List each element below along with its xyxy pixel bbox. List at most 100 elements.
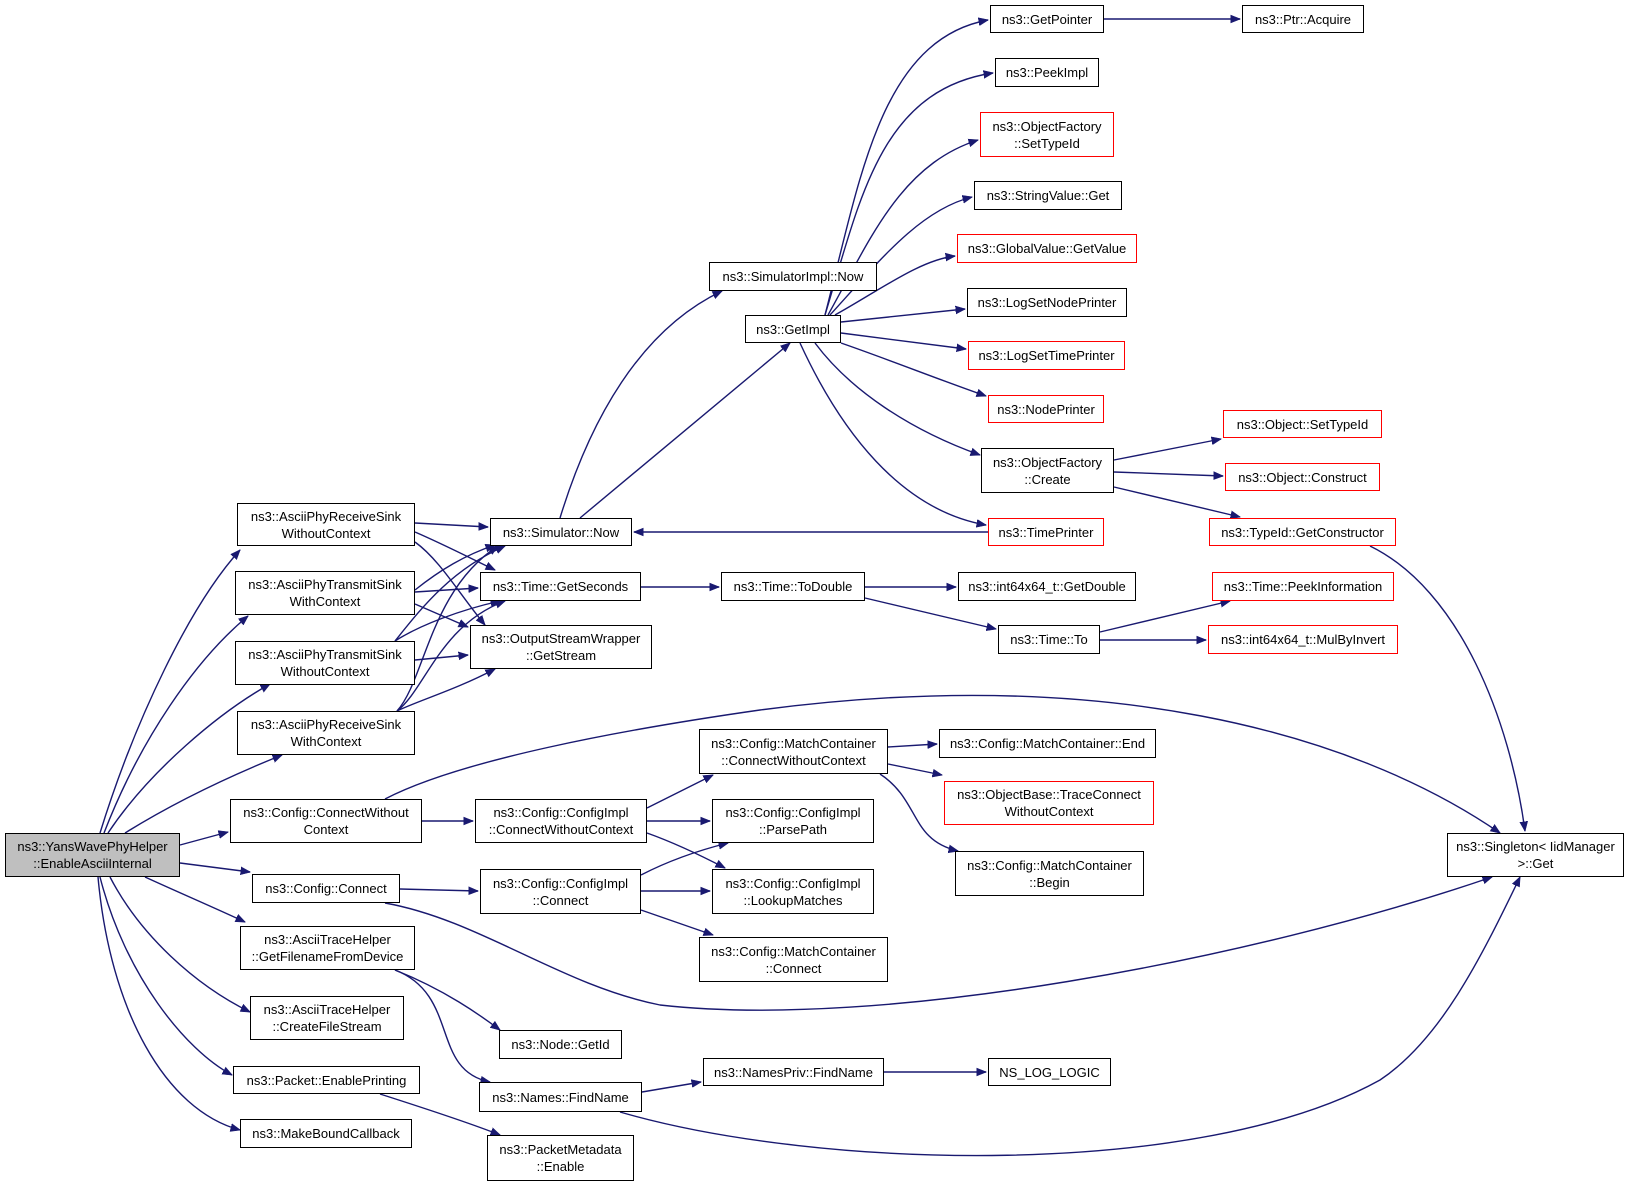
node-timeprinter[interactable]: ns3::TimePrinter [988, 518, 1104, 546]
node-objectfactory-settypeid[interactable]: ns3::ObjectFactory::SetTypeId [980, 112, 1114, 157]
edge-objfactory-create-object-settypeid [1113, 439, 1221, 461]
edge-time-to-time-peekinfo [1099, 601, 1230, 633]
edge-simulator-now-simulatorimpl-now [559, 290, 722, 519]
edge-getimpl-globalvalue-getvalue [834, 256, 955, 316]
edge-getimpl-log-set-node-printer [840, 309, 965, 323]
node-ns-log-logic[interactable]: NS_LOG_LOGIC [988, 1058, 1111, 1086]
edge-objfactory-create-object-construct [1113, 472, 1223, 476]
node-time-todouble[interactable]: ns3::Time::ToDouble [721, 572, 865, 601]
node-object-construct[interactable]: ns3::Object::Construct [1225, 463, 1380, 491]
edge-getimpl-stringvalue-get [829, 197, 972, 316]
node-objectfactory-create[interactable]: ns3::ObjectFactory::Create [981, 448, 1114, 493]
node-ptr-acquire[interactable]: ns3::Ptr::Acquire [1242, 5, 1364, 33]
edge-root-get-filename [144, 876, 245, 923]
edge-root-ascii-rx-wc [124, 754, 282, 834]
node-configimpl-connect[interactable]: ns3::Config::ConfigImpl::Connect [480, 869, 641, 914]
edge-names-findname-namespriv-findname [641, 1082, 701, 1093]
edge-ascii-tx-wo-output-stream [414, 655, 468, 661]
edge-output-stream-singleton [384, 694, 1500, 833]
edge-root-ascii-rx-wo [99, 550, 240, 834]
node-getimpl[interactable]: ns3::GetImpl [745, 315, 841, 343]
node-simulator-now[interactable]: ns3::Simulator::Now [490, 518, 632, 546]
edge-mc-connect-wo-objbase-traceconnect [887, 763, 942, 775]
node-typeid-getconstructor[interactable]: ns3::TypeId::GetConstructor [1209, 518, 1396, 546]
edge-config-connect-configimpl-connect [399, 889, 478, 891]
edge-getimpl-time-printer [799, 342, 986, 525]
node-outputstreamwrapper-getstream[interactable]: ns3::OutputStreamWrapper::GetStream [470, 625, 652, 669]
edge-objfactory-create-typeid-getconstructor [1113, 486, 1240, 517]
node-node-getid[interactable]: ns3::Node::GetId [499, 1030, 622, 1059]
edge-configimpl-connect-parsepath [640, 843, 728, 876]
edge-configimpl-connect-mc-connect [640, 909, 713, 935]
node-packet-enableprinting[interactable]: ns3::Packet::EnablePrinting [233, 1066, 420, 1094]
edge-ascii-tx-wo-time-getseconds [394, 601, 500, 642]
node-getpointer[interactable]: ns3::GetPointer [990, 5, 1104, 33]
edge-mc-connect-wo-mc-end [887, 744, 937, 747]
node-singleton-iidmanager-get[interactable]: ns3::Singleton< IidManager >::Get [1447, 833, 1624, 877]
node-stringvalue-get[interactable]: ns3::StringValue::Get [974, 181, 1122, 210]
node-logsettimeprinter[interactable]: ns3::LogSetTimePrinter [968, 341, 1125, 370]
node-configimpl-parsepath[interactable]: ns3::Config::ConfigImpl::ParsePath [712, 799, 874, 843]
edge-names-findname-singleton [619, 877, 1521, 1157]
edge-time-todouble-time-to [864, 597, 996, 629]
node-asciitracehelper-createfilestream[interactable]: ns3::AsciiTraceHelper::CreateFileStream [250, 996, 404, 1040]
node-matchcontainer-end[interactable]: ns3::Config::MatchContainer::End [939, 729, 1156, 758]
edge-ascii-tx-wc-simulator-now [414, 545, 495, 591]
edge-root-make-bound-callback [97, 876, 240, 1130]
node-globalvalue-getvalue[interactable]: ns3::GlobalValue::GetValue [957, 234, 1137, 263]
edge-ascii-rx-wc-simulator-now [396, 546, 498, 712]
node-simulatorimpl-now[interactable]: ns3::SimulatorImpl::Now [709, 262, 877, 291]
node-matchcontainer-connectwithoutcontext[interactable]: ns3::Config::MatchContainer::ConnectWith… [699, 729, 888, 774]
edge-root-ascii-tx-wc [103, 616, 248, 834]
edge-get-filename-names-findname [394, 969, 490, 1082]
edge-config-connect-singleton [384, 877, 1492, 1011]
node-time-getseconds[interactable]: ns3::Time::GetSeconds [480, 572, 641, 601]
edge-root-create-file-stream [109, 876, 250, 1013]
edge-getimpl-objfactory-create [814, 342, 980, 455]
edge-root-ascii-tx-wo [107, 683, 270, 834]
edge-ascii-rx-wo-output-stream [414, 541, 485, 625]
edge-getimpl-log-set-time-printer [840, 332, 966, 349]
edge-mc-connect-wo-mc-begin [879, 773, 958, 851]
node-logsetnodeprinter[interactable]: ns3::LogSetNodePrinter [967, 288, 1127, 317]
edge-getimpl-node-printer [840, 342, 986, 396]
edge-ascii-rx-wc-time-getseconds [396, 601, 505, 712]
edge-ascii-rx-wo-time-getseconds [414, 531, 495, 571]
edge-root-packet-enable-printing [99, 876, 232, 1076]
node-time-to[interactable]: ns3::Time::To [998, 625, 1100, 654]
node-config-connect[interactable]: ns3::Config::Connect [252, 874, 400, 903]
node-peekimpl[interactable]: ns3::PeekImpl [995, 58, 1099, 87]
node-packetmetadata-enable[interactable]: ns3::PacketMetadata::Enable [487, 1135, 634, 1181]
node-matchcontainer-connect[interactable]: ns3::Config::MatchContainer::Connect [699, 937, 888, 982]
edge-ascii-rx-wo-simulator-now [414, 523, 488, 527]
node-names-findname[interactable]: ns3::Names::FindName [479, 1082, 642, 1112]
node-nodeprinter[interactable]: ns3::NodePrinter [988, 395, 1104, 423]
node-time-peekinformation[interactable]: ns3::Time::PeekInformation [1212, 572, 1394, 601]
node-configimpl-connectwithoutcontext[interactable]: ns3::Config::ConfigImpl::ConnectWithoutC… [475, 799, 647, 843]
edge-get-filename-node-getid [394, 969, 500, 1030]
node-int64x64-getdouble[interactable]: ns3::int64x64_t::GetDouble [958, 572, 1136, 601]
node-yanswavephyhelper-enableasciiinternal: ns3::YansWavePhyHelper::EnableAsciiInter… [5, 833, 180, 877]
node-makeboundcallback[interactable]: ns3::MakeBoundCallback [240, 1119, 412, 1148]
edge-ascii-tx-wc-time-getseconds [414, 588, 478, 592]
edge-typeid-getconstructor-singleton [1369, 545, 1525, 831]
node-matchcontainer-begin[interactable]: ns3::Config::MatchContainer::Begin [955, 851, 1144, 896]
node-configimpl-lookupmatches[interactable]: ns3::Config::ConfigImpl::LookupMatches [712, 869, 874, 914]
edge-getimpl-getpointer [824, 20, 988, 316]
node-namespriv-findname[interactable]: ns3::NamesPriv::FindName [703, 1058, 884, 1086]
node-object-settypeid[interactable]: ns3::Object::SetTypeId [1223, 410, 1382, 438]
edge-root-config-connect-wo [179, 832, 228, 846]
node-asciitracehelper-getfilenamefromdevice[interactable]: ns3::AsciiTraceHelper::GetFilenameFromDe… [240, 926, 415, 970]
edge-configimpl-connect-wo-lookup [646, 832, 725, 869]
node-int64x64-mulbyinvert[interactable]: ns3::int64x64_t::MulByInvert [1208, 625, 1398, 654]
edge-simulator-now-getimpl [579, 343, 790, 519]
edge-packet-enable-printing-packetmetadata [379, 1093, 500, 1136]
